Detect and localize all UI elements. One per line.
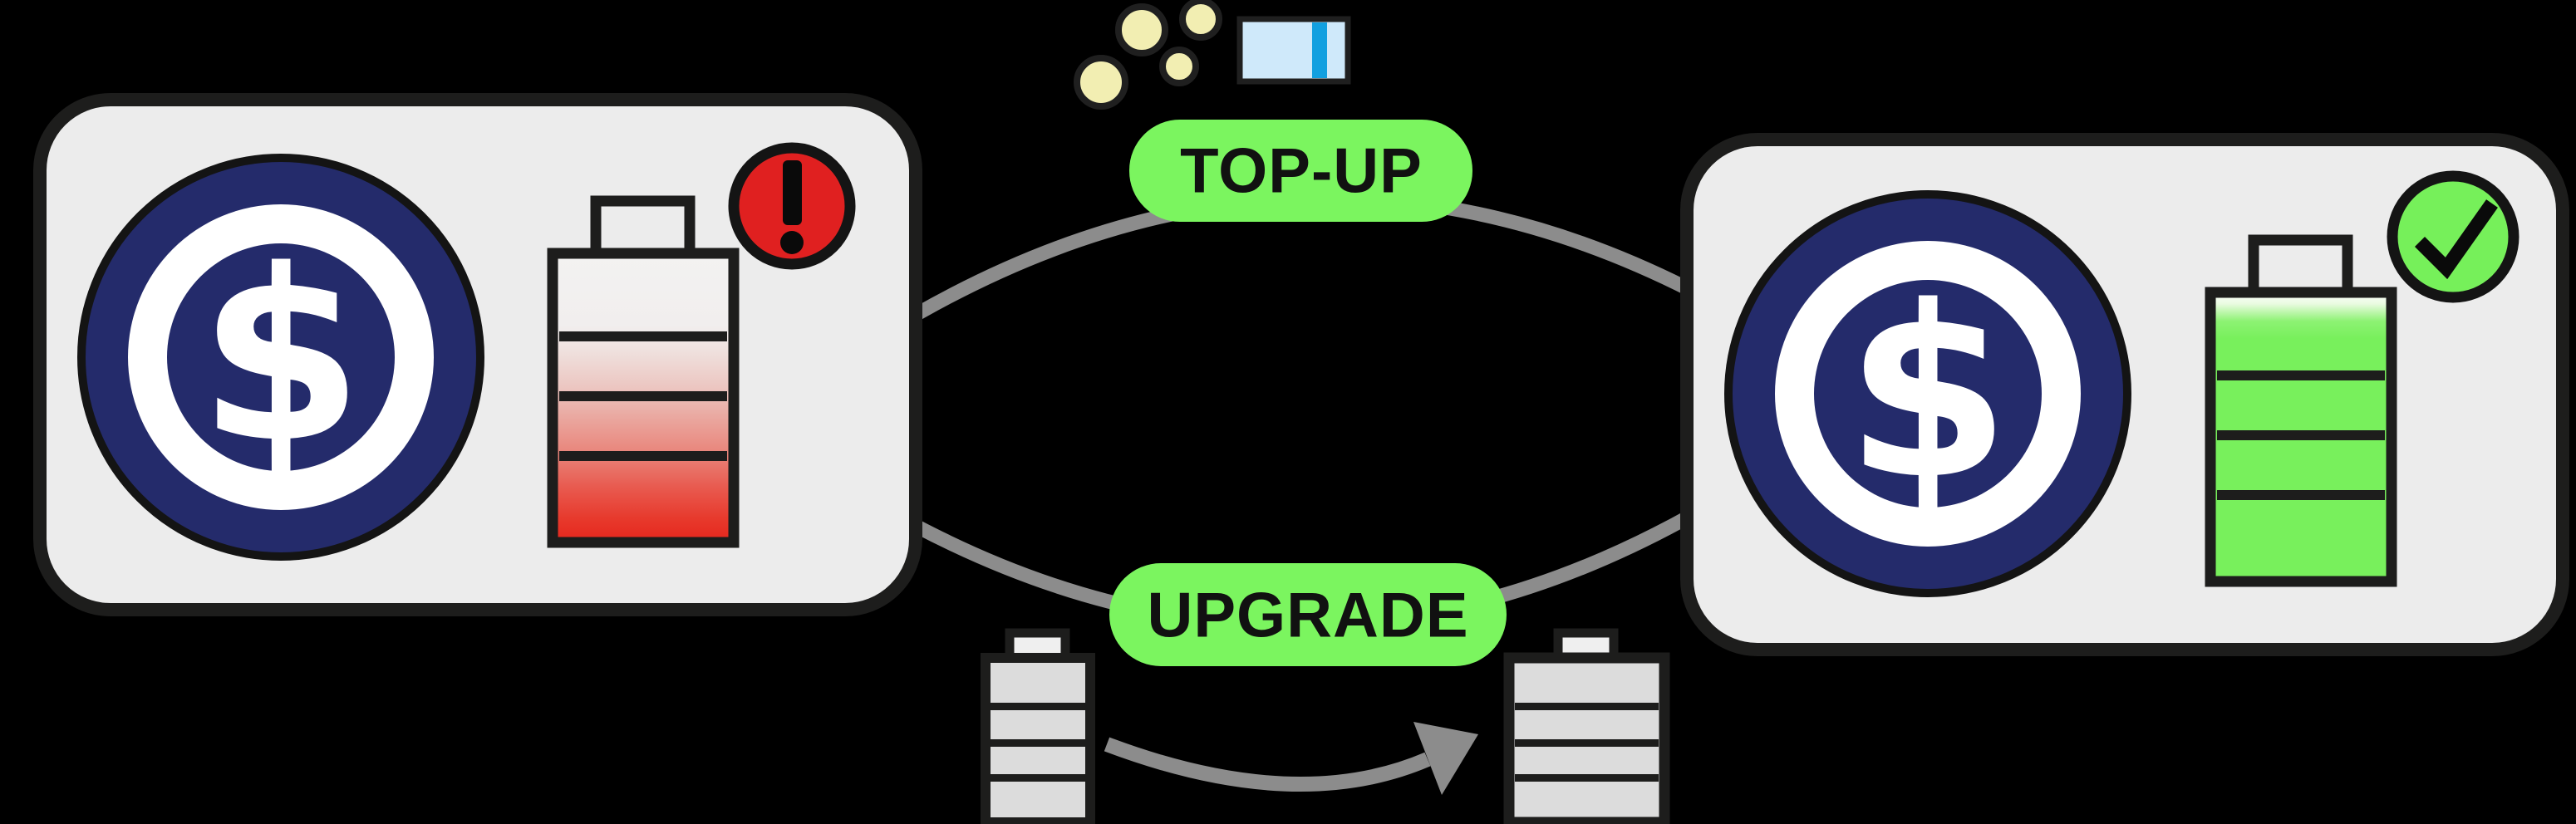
exclamation-dot xyxy=(780,231,804,254)
low-battery-icon xyxy=(547,195,740,548)
alert-badge-icon xyxy=(728,142,856,270)
upgrade-arrow-head xyxy=(1413,722,1478,795)
separator xyxy=(1515,774,1659,782)
upgrade-arrow-shaft xyxy=(1104,737,1431,792)
top-up-label: TOP-UP xyxy=(1180,136,1423,207)
exclamation-bar xyxy=(783,160,802,225)
banknote-icon xyxy=(1236,16,1351,85)
check-badge-circle xyxy=(2387,170,2519,303)
coin-inner-disc xyxy=(1814,280,2042,508)
upgrade-pill-background xyxy=(1109,563,1507,666)
separator xyxy=(1515,703,1659,710)
check-mark xyxy=(2414,199,2498,280)
separator xyxy=(559,391,727,401)
dollar-coin-icon: $ xyxy=(1724,190,2131,597)
full-funds-card: $ xyxy=(1680,133,2569,656)
upgrade-arrow-icon xyxy=(1104,722,1478,795)
coin-icon xyxy=(1159,47,1199,86)
check-badge-icon xyxy=(2387,170,2519,303)
separator xyxy=(559,331,727,341)
top-up-pill-background xyxy=(1129,120,1472,222)
banknote-body xyxy=(1236,16,1351,85)
low-funds-card: $ xyxy=(33,93,922,616)
separator xyxy=(2217,490,2385,500)
coins-icon xyxy=(1074,0,1222,110)
dollar-symbol: $ xyxy=(199,219,363,495)
separator xyxy=(991,703,1085,710)
separator xyxy=(991,774,1085,782)
small-battery-icon xyxy=(981,628,1095,824)
coin-icon xyxy=(1074,55,1128,110)
separator xyxy=(2217,430,2385,440)
separator xyxy=(559,451,727,461)
banknote-stripe xyxy=(1312,22,1327,78)
separator xyxy=(991,739,1085,747)
dollar-symbol: $ xyxy=(1846,256,2010,532)
full-battery-icon xyxy=(2205,234,2397,587)
dollar-coin-icon: $ xyxy=(77,154,484,561)
coin-icon xyxy=(1179,0,1222,41)
coin-inner-disc xyxy=(167,243,395,471)
upgrade-label: UPGRADE xyxy=(1147,581,1468,651)
large-battery-icon xyxy=(1503,628,1670,824)
upgrade-pill: UPGRADE xyxy=(1109,563,1507,666)
separator xyxy=(2217,370,2385,380)
separator xyxy=(1515,739,1659,747)
top-up-pill: TOP-UP xyxy=(1129,120,1472,222)
coin-icon xyxy=(1115,3,1168,56)
